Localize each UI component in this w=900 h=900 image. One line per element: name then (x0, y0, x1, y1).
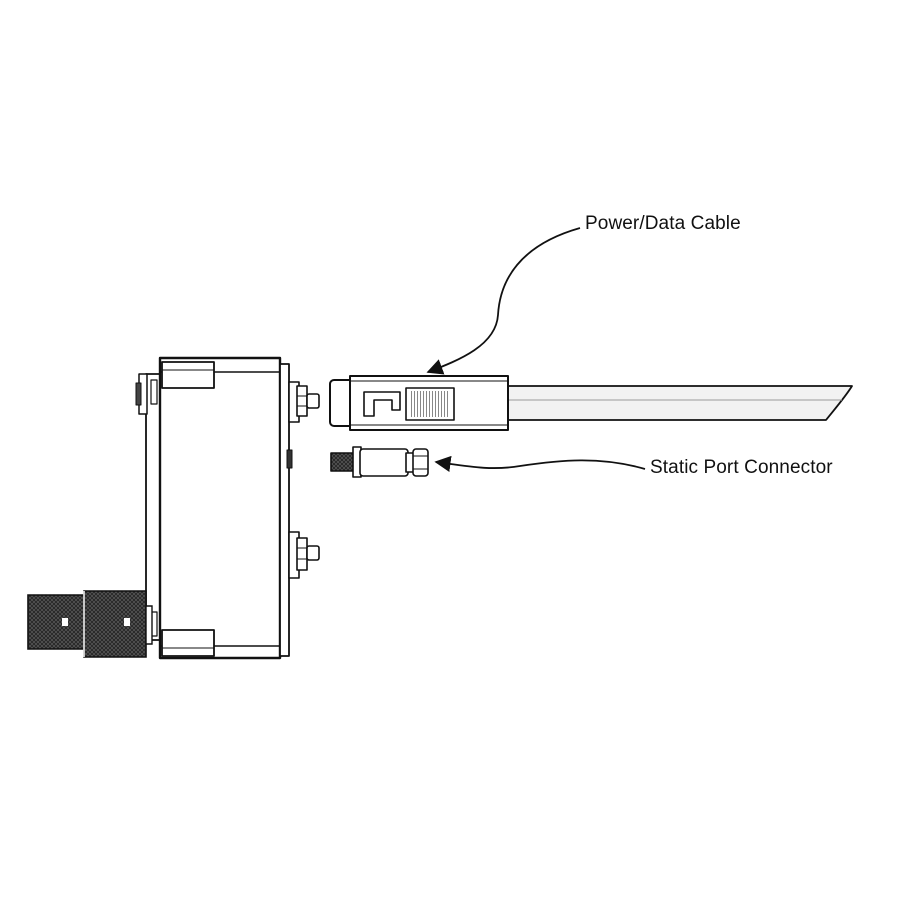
static-port-connector-label: Static Port Connector (650, 457, 833, 478)
power-data-cable-label: Power/Data Cable (585, 213, 741, 234)
threaded-fitting-icon (28, 591, 152, 657)
static-connector-callout-arrow (434, 455, 645, 472)
power-cable-callout-arrow (426, 228, 580, 375)
power-data-plug-icon (330, 376, 508, 430)
power-data-cable (330, 376, 852, 430)
static-port-connector-icon (331, 447, 428, 477)
sensor-housing-icon (136, 358, 319, 658)
